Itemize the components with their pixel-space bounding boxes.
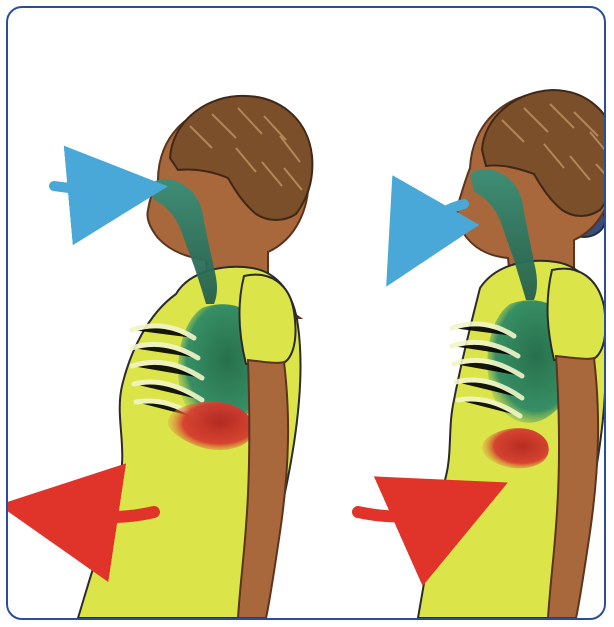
belly-in-arrow [358, 502, 464, 517]
breathing-diagram [8, 8, 604, 618]
air-out-arrow [406, 204, 464, 252]
figure-frame [6, 6, 606, 620]
air-in-arrow [54, 186, 128, 191]
left-sleeve [240, 275, 296, 364]
right-sleeve [548, 269, 604, 360]
right-figure [418, 90, 604, 618]
left-figure [78, 96, 312, 618]
belly-out-arrow [46, 512, 154, 517]
